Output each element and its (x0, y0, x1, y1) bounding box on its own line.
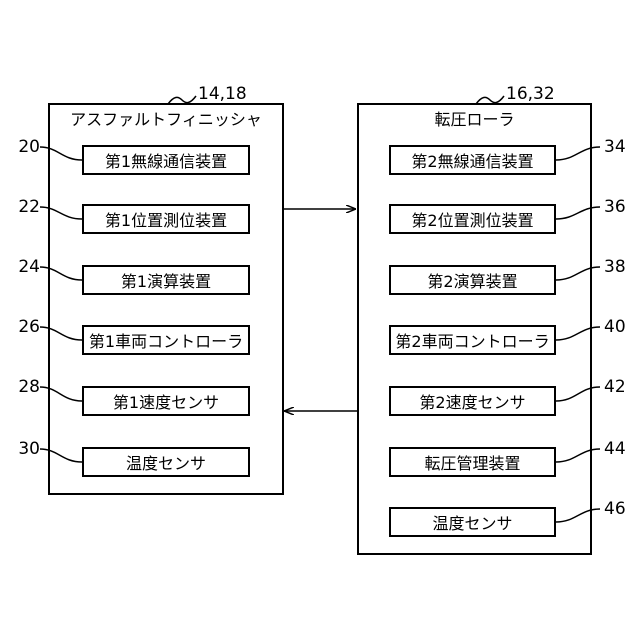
ref-40: 40 (604, 317, 626, 337)
ref-26: 26 (0, 317, 40, 337)
ref-42: 42 (604, 377, 626, 397)
component-second-positioning: 第2位置測位装置 (389, 204, 556, 234)
component-compaction-management: 転圧管理装置 (389, 447, 556, 477)
ref-22: 22 (0, 197, 40, 217)
unit-ref-finisher: 14,18 (198, 84, 247, 104)
ref-24: 24 (0, 257, 40, 277)
component-first-positioning: 第1位置測位装置 (82, 204, 250, 234)
component-first-vehicle-controller: 第1車両コントローラ (82, 325, 250, 355)
ref-34: 34 (604, 137, 626, 157)
ref-36: 36 (604, 197, 626, 217)
ref-30: 30 (0, 439, 40, 459)
ref-44: 44 (604, 439, 626, 459)
unit-ref-roller: 16,32 (506, 84, 555, 104)
component-second-speed-sensor: 第2速度センサ (389, 386, 556, 416)
component-second-computing: 第2演算装置 (389, 265, 556, 295)
ref-20: 20 (0, 137, 40, 157)
component-second-wireless-comm: 第2無線通信装置 (389, 145, 556, 175)
component-first-wireless-comm: 第1無線通信装置 (82, 145, 250, 175)
unit-title-finisher: アスファルトフィニッシャ (50, 110, 282, 130)
ref-46: 46 (604, 499, 626, 519)
component-first-speed-sensor: 第1速度センサ (82, 386, 250, 416)
ref-38: 38 (604, 257, 626, 277)
component-temperature-sensor-roller: 温度センサ (389, 507, 556, 537)
component-temperature-sensor-finisher: 温度センサ (82, 447, 250, 477)
component-first-computing: 第1演算装置 (82, 265, 250, 295)
component-second-vehicle-controller: 第2車両コントローラ (389, 325, 556, 355)
unit-title-roller: 転圧ローラ (359, 110, 590, 130)
ref-28: 28 (0, 377, 40, 397)
